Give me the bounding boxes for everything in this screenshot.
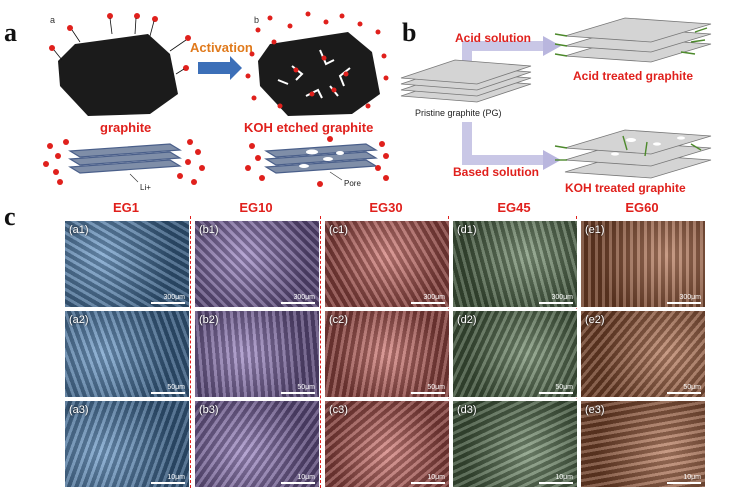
scale-bar-label: 10μm bbox=[297, 474, 315, 481]
scale-bar: 50μm bbox=[667, 384, 701, 394]
graphite-particle bbox=[58, 34, 178, 116]
sem-image: (a3) 10μm bbox=[64, 400, 190, 488]
based-solution-label: Based solution bbox=[453, 165, 539, 179]
sem-image: (c3) 10μm bbox=[324, 400, 450, 488]
sem-image: (d3) 10μm bbox=[452, 400, 578, 488]
scale-bar-label: 300μm bbox=[293, 294, 315, 301]
graphite-layers-right bbox=[245, 136, 389, 187]
scale-bar-label: 10μm bbox=[427, 474, 445, 481]
koh-treated-label: KOH treated graphite bbox=[565, 181, 686, 195]
scale-bar-label: 50μm bbox=[167, 384, 185, 391]
acid-treated-stack bbox=[564, 17, 712, 63]
scale-bar: 300μm bbox=[667, 294, 701, 304]
column-title-eg45: EG45 bbox=[497, 200, 531, 215]
flow-arrow-bottom bbox=[462, 122, 545, 165]
scale-bar-label: 300μm bbox=[679, 294, 701, 301]
scale-bar: 300μm bbox=[281, 294, 315, 304]
pristine-label: Pristine graphite (PG) bbox=[415, 108, 502, 118]
sem-image: (c1) 300μm bbox=[324, 220, 450, 308]
scale-bar: 10μm bbox=[667, 474, 701, 484]
column-separator bbox=[320, 216, 321, 488]
acid-solution-label: Acid solution bbox=[455, 31, 531, 45]
scale-bar: 10μm bbox=[539, 474, 573, 484]
li-ion-dots-right bbox=[245, 11, 389, 109]
pristine-graphite-stack bbox=[400, 59, 532, 103]
scale-bar-label: 50μm bbox=[555, 384, 573, 391]
scale-bar-label: 300μm bbox=[551, 294, 573, 301]
sem-image-label: (a2) bbox=[69, 314, 89, 326]
sem-image-label: (e1) bbox=[585, 224, 605, 236]
scale-bar: 50μm bbox=[151, 384, 185, 394]
sem-image-label: (a1) bbox=[69, 224, 89, 236]
scale-bar-label: 10μm bbox=[683, 474, 701, 481]
scale-bar: 50μm bbox=[281, 384, 315, 394]
panel-a-figure: a Activation b graphite KOH etched graph… bbox=[43, 11, 389, 192]
scale-bar: 300μm bbox=[411, 294, 445, 304]
scale-bar-label: 10μm bbox=[167, 474, 185, 481]
graphite-layers-left bbox=[43, 139, 205, 185]
li-ion-label: Li+ bbox=[140, 183, 151, 192]
sem-image-label: (c1) bbox=[329, 224, 348, 236]
sem-image: (d1) 300μm bbox=[452, 220, 578, 308]
sem-image: (c2) 50μm bbox=[324, 310, 450, 398]
koh-etched-caption: KOH etched graphite bbox=[244, 120, 373, 135]
scale-bar: 10μm bbox=[281, 474, 315, 484]
panel-b-figure: Pristine graphite (PG) Acid solution Aci… bbox=[400, 17, 712, 195]
activation-label: Activation bbox=[190, 40, 253, 55]
sem-image-label: (e2) bbox=[585, 314, 605, 326]
sem-image-label: (c3) bbox=[329, 404, 348, 416]
sub-label-b: b bbox=[254, 15, 259, 25]
sem-image: (e3) 10μm bbox=[580, 400, 706, 488]
scale-bar-label: 50μm bbox=[683, 384, 701, 391]
panel-c-letter: c bbox=[4, 202, 16, 231]
panel-b-letter: b bbox=[402, 18, 417, 47]
column-title-eg1: EG1 bbox=[112, 200, 139, 215]
column-title-eg10: EG10 bbox=[239, 200, 273, 215]
column-title-eg60: EG60 bbox=[625, 200, 659, 215]
scale-bar: 300μm bbox=[539, 294, 573, 304]
koh-treated-stack bbox=[564, 129, 712, 179]
activation-arrow bbox=[198, 56, 242, 80]
sem-image: (a2) 50μm bbox=[64, 310, 190, 398]
sem-image: (e1) 300μm bbox=[580, 220, 706, 308]
sem-image: (b1) 300μm bbox=[194, 220, 320, 308]
sem-image: (e2) 50μm bbox=[580, 310, 706, 398]
scale-bar-label: 50μm bbox=[427, 384, 445, 391]
sem-image-label: (a3) bbox=[69, 404, 89, 416]
sem-image-label: (d1) bbox=[457, 224, 477, 236]
panel-a-letter: a bbox=[4, 18, 17, 47]
acid-treated-label: Acid treated graphite bbox=[573, 69, 693, 83]
sem-image: (b3) 10μm bbox=[194, 400, 320, 488]
sub-label-a: a bbox=[50, 15, 55, 25]
scale-bar-label: 300μm bbox=[423, 294, 445, 301]
sem-image-label: (e3) bbox=[585, 404, 605, 416]
scale-bar: 50μm bbox=[411, 384, 445, 394]
etched-graphite-particle bbox=[258, 32, 380, 116]
column-title-eg30: EG30 bbox=[369, 200, 403, 215]
sem-image-label: (d2) bbox=[457, 314, 477, 326]
sem-image-label: (b1) bbox=[199, 224, 219, 236]
scale-bar: 10μm bbox=[151, 474, 185, 484]
graphite-caption: graphite bbox=[100, 120, 151, 135]
sem-image: (a1) 300μm bbox=[64, 220, 190, 308]
column-separator bbox=[190, 216, 191, 488]
scale-bar: 10μm bbox=[411, 474, 445, 484]
scale-bar-label: 10μm bbox=[555, 474, 573, 481]
scale-bar-label: 50μm bbox=[297, 384, 315, 391]
sem-image: (d2) 50μm bbox=[452, 310, 578, 398]
sem-image-label: (b3) bbox=[199, 404, 219, 416]
sem-image-label: (c2) bbox=[329, 314, 348, 326]
sem-image: (b2) 50μm bbox=[194, 310, 320, 398]
scale-bar: 300μm bbox=[151, 294, 185, 304]
sem-image-label: (b2) bbox=[199, 314, 219, 326]
scale-bar: 50μm bbox=[539, 384, 573, 394]
li-ion-dots-left bbox=[49, 13, 191, 71]
sem-image-label: (d3) bbox=[457, 404, 477, 416]
scale-bar-label: 300μm bbox=[163, 294, 185, 301]
pore-label: Pore bbox=[344, 179, 361, 188]
